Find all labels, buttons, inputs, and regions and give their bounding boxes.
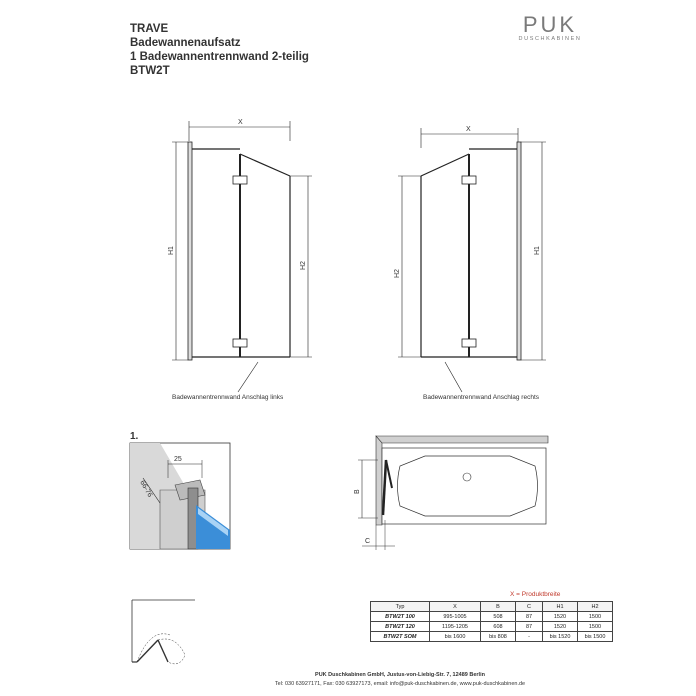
right-drawing-caption: Badewannentrennwand Anschlag rechts <box>423 394 539 401</box>
left-drawing-caption: Badewannentrennwand Anschlag links <box>172 394 284 401</box>
table-cell: BTW2T 120 <box>370 621 430 632</box>
detail-width-label: 25 <box>174 456 182 463</box>
title-line-1: TRAVE <box>130 23 169 35</box>
table-cell: 1500 <box>577 621 613 632</box>
table-cell: BTW2T SOM <box>370 631 430 642</box>
logo-name: PUK <box>522 12 578 37</box>
table-cell: 995-1005 <box>429 611 481 622</box>
header-h1: H1 <box>542 601 578 612</box>
header-c: C <box>515 601 543 612</box>
table-cell: - <box>515 631 543 642</box>
right-panel-drawing <box>398 128 546 393</box>
title-line-3: 1 Badewannentrennwand 2-teilig <box>130 51 309 63</box>
header-x: X <box>429 601 481 612</box>
left-h2-label: H2 <box>300 261 307 270</box>
puk-logo: PUK DUSCHKABINEN <box>510 12 590 42</box>
table-cell: bis 1500 <box>577 631 613 642</box>
detail-step-label: 1. <box>130 431 139 442</box>
table-cell: 508 <box>480 611 516 622</box>
table-cell: bis 808 <box>480 631 516 642</box>
tub-c-label: C <box>365 538 370 545</box>
footer-contact-line: Tel: 030 63927171, Fax: 030 63927173, em… <box>274 681 526 687</box>
tub-b-label: B <box>354 489 361 494</box>
table-cell: 1500 <box>577 611 613 622</box>
left-h1-label: H1 <box>168 246 175 255</box>
table-cell: 87 <box>515 611 543 622</box>
table-cell: BTW2T 100 <box>370 611 430 622</box>
table-row: BTW2T 120 1195-1205 608 87 1520 1500 <box>370 621 613 632</box>
left-panel-drawing <box>172 121 312 393</box>
table-cell: bis 1600 <box>429 631 481 642</box>
header-typ: Typ <box>370 601 430 612</box>
table-cell: 1520 <box>542 621 578 632</box>
table-header-row: Typ X B C H1 H2 <box>370 601 613 612</box>
table-cell: 1195-1205 <box>429 621 481 632</box>
right-h2-label: H2 <box>394 269 401 278</box>
header-b: B <box>480 601 516 612</box>
document-title-block: TRAVE Badewannenaufsatz 1 Badewannentren… <box>130 22 309 78</box>
title-line-4: BTW2T <box>130 65 170 77</box>
header-h2: H2 <box>577 601 613 612</box>
bathtub-top-view <box>358 435 549 550</box>
footer-company-address: PUK Duschkabinen GmbH, Justus-von-Liebig… <box>315 672 485 678</box>
table-row: BTW2T 100 995-1005 508 87 1520 1500 <box>370 611 613 622</box>
logo-subtitle: DUSCHKABINEN <box>518 36 582 42</box>
table-cell: 1520 <box>542 611 578 622</box>
dimensions-table: Typ X B C H1 H2 BTW2T 100 995-1005 508 8… <box>370 601 613 642</box>
profile-detail-drawing <box>129 442 231 550</box>
table-cell: 608 <box>480 621 516 632</box>
table-cell: 87 <box>515 621 543 632</box>
table-cell: bis 1520 <box>542 631 578 642</box>
table-row: BTW2T SOM bis 1600 bis 808 - bis 1520 bi… <box>370 631 613 642</box>
right-x-label: X <box>466 126 471 133</box>
legend-note: X = Produktbreite <box>510 591 561 598</box>
left-x-label: X <box>238 119 243 126</box>
right-h1-label: H1 <box>534 246 541 255</box>
door-swing-diagram <box>131 599 195 665</box>
title-line-2: Badewannenaufsatz <box>130 37 241 49</box>
